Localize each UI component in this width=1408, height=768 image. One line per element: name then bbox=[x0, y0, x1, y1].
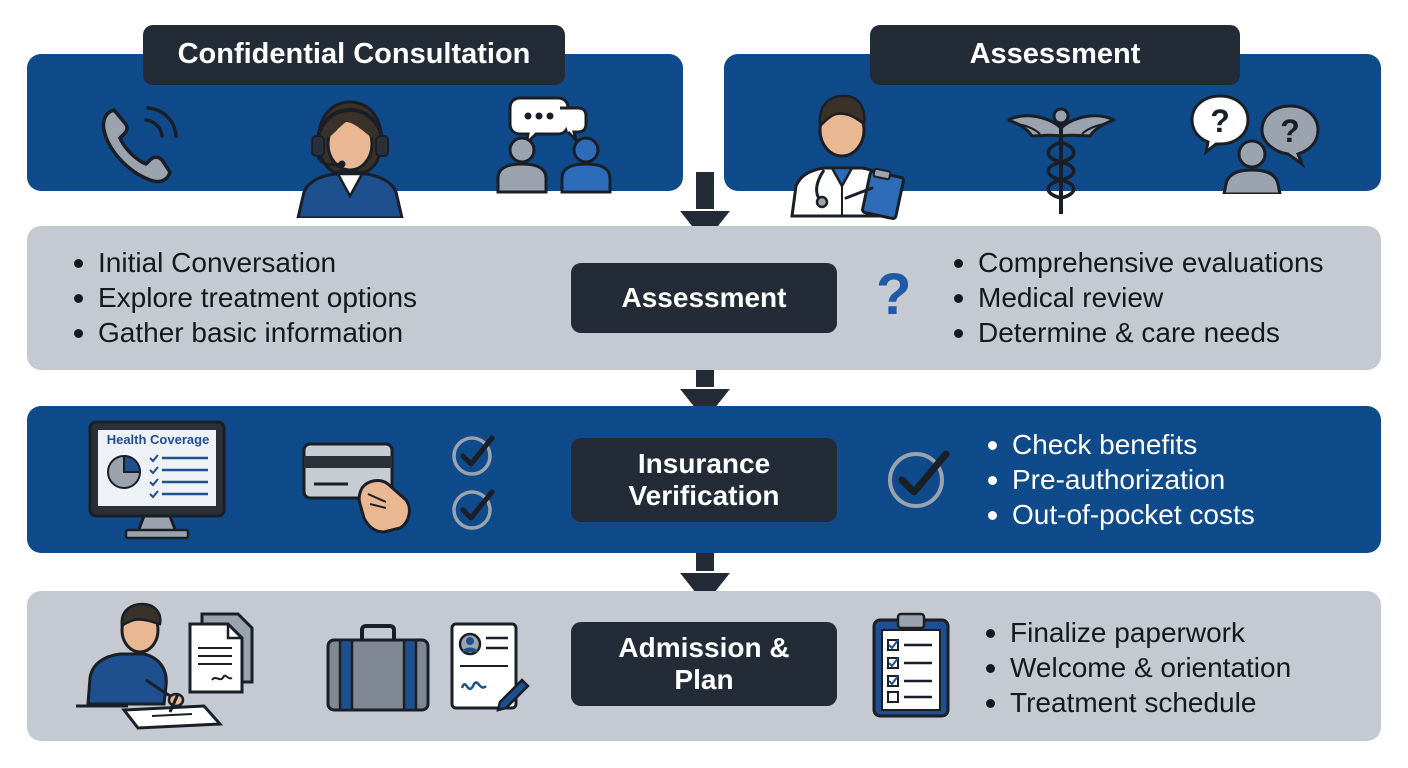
clipboard-checklist-icon bbox=[872, 612, 950, 718]
list-item: Comprehensive evaluations bbox=[952, 245, 1324, 280]
checkmark-icon bbox=[884, 446, 954, 510]
list-item: Determine & care needs bbox=[952, 315, 1324, 350]
admission-step-title: Admission & Plan bbox=[571, 622, 837, 706]
svg-text:?: ? bbox=[1280, 113, 1300, 149]
admission-title-line2: Plan bbox=[674, 664, 734, 695]
question-mark-icon: ? bbox=[876, 262, 912, 327]
svg-text:?: ? bbox=[1210, 103, 1230, 139]
list-item: Explore treatment options bbox=[72, 280, 417, 315]
assessment-right-list: Comprehensive evaluations Medical review… bbox=[952, 245, 1324, 350]
credit-card-icon bbox=[302, 442, 414, 534]
list-item: Check benefits bbox=[986, 427, 1255, 462]
insurance-title-line1: Insurance bbox=[637, 447, 771, 479]
assessment-panel-title: Assessment bbox=[870, 25, 1240, 85]
conversation-icon bbox=[494, 94, 618, 194]
list-item: Out-of-pocket costs bbox=[986, 497, 1255, 532]
insurance-list: Check benefits Pre-authorization Out-of-… bbox=[986, 427, 1255, 532]
id-form-icon bbox=[450, 622, 530, 714]
admission-list: Finalize paperwork Welcome & orientation… bbox=[984, 615, 1291, 720]
checkmark-icon bbox=[450, 432, 498, 476]
monitor-icon bbox=[88, 420, 228, 540]
assessment-left-list: Initial Conversation Explore treatment o… bbox=[72, 245, 417, 350]
caduceus-icon bbox=[1004, 102, 1118, 218]
list-item: Welcome & orientation bbox=[984, 650, 1291, 685]
list-item: Pre-authorization bbox=[986, 462, 1255, 497]
documents-icon bbox=[188, 612, 254, 694]
admission-title-line1: Admission & bbox=[618, 631, 790, 663]
list-item: Medical review bbox=[952, 280, 1324, 315]
list-item: Finalize paperwork bbox=[984, 615, 1291, 650]
insurance-title-line2: Verification bbox=[628, 480, 780, 511]
doctor-icon bbox=[786, 90, 914, 220]
headset-agent-icon bbox=[294, 92, 406, 218]
assessment-step-title: Assessment bbox=[571, 263, 837, 333]
list-item: Initial Conversation bbox=[72, 245, 417, 280]
person-writing-icon bbox=[74, 600, 224, 732]
phone-icon bbox=[96, 98, 188, 190]
checkmark-icon bbox=[450, 486, 498, 530]
list-item: Treatment schedule bbox=[984, 685, 1291, 720]
monitor-label: Health Coverage bbox=[106, 432, 210, 447]
question-person-icon: ? ? bbox=[1190, 94, 1326, 194]
suitcase-icon bbox=[326, 624, 430, 714]
insurance-step-title: Insurance Verification bbox=[571, 438, 837, 522]
consultation-title: Confidential Consultation bbox=[143, 25, 565, 85]
list-item: Gather basic information bbox=[72, 315, 417, 350]
